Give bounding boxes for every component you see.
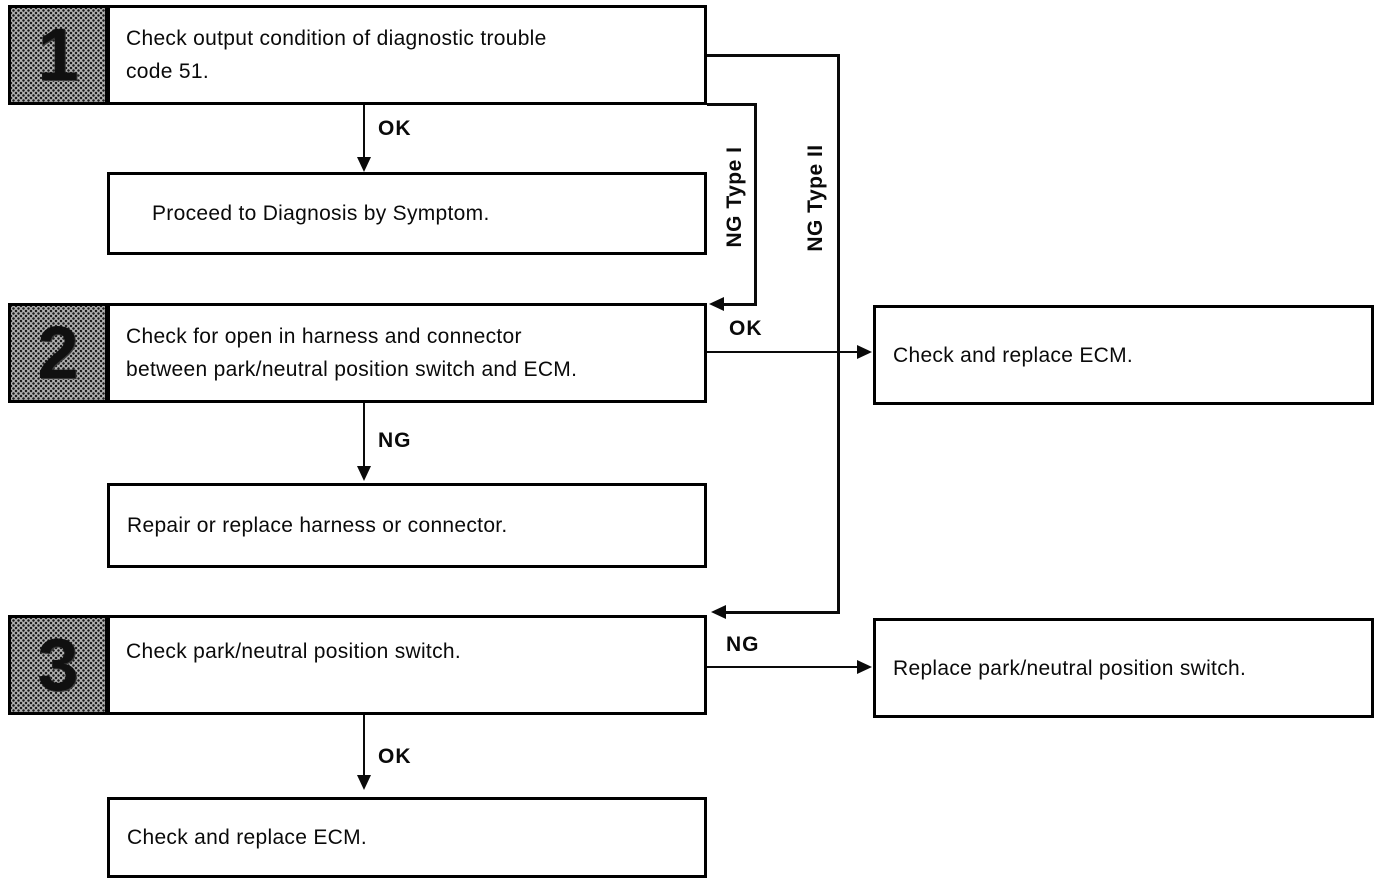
step-1-number: 1 [37, 13, 79, 96]
step-2-box: Check for open in harness and connector … [107, 303, 707, 403]
proceed-to-diagnosis-text: Proceed to Diagnosis by Symptom. [152, 202, 490, 225]
check-replace-ecm-bottom-box: Check and replace ECM. [107, 797, 707, 878]
step3-ng-label: NG [726, 633, 760, 656]
step-3-badge: 3 [8, 615, 108, 715]
step1-ok-arrowhead-down-icon [357, 157, 371, 172]
check-replace-ecm-right-text: Check and replace ECM. [893, 343, 1134, 367]
step-1-box: Check output condition of diagnostic tro… [107, 5, 707, 105]
step1-ok-label: OK [378, 117, 412, 140]
step-2-text-line-2: between park/neutral position switch and… [126, 358, 578, 381]
repair-harness-text: Repair or replace harness or connector. [127, 514, 508, 537]
step3-ok-arrowhead-down-icon [357, 775, 371, 790]
ng-type1-arrowhead-left-icon [709, 297, 724, 311]
step3-ng-arrow-line [707, 666, 859, 668]
ng-type2-line-vertical [837, 54, 840, 613]
step1-ok-arrow-line [363, 105, 365, 161]
check-replace-ecm-right-box: Check and replace ECM. [873, 305, 1374, 405]
step2-ng-label: NG [378, 429, 412, 452]
repair-harness-box: Repair or replace harness or connector. [107, 483, 707, 568]
step2-ok-label: OK [729, 317, 763, 340]
ng-type1-label: NG Type I [723, 146, 746, 248]
ng-type1-line-top [707, 103, 757, 106]
step2-ok-arrow-line [707, 351, 859, 353]
ng-type2-line-top [707, 54, 840, 57]
ng-type2-arrowhead-left-icon [711, 605, 726, 619]
step-1-badge: 1 [8, 5, 108, 105]
ng-type1-line-vertical [754, 103, 757, 305]
ng-type1-line-bottom [722, 303, 757, 306]
step3-ng-arrowhead-right-icon [857, 660, 872, 674]
step3-ok-label: OK [378, 745, 412, 768]
step-3-number: 3 [37, 623, 79, 706]
step3-ok-arrow-line [363, 715, 365, 779]
check-replace-ecm-bottom-text: Check and replace ECM. [127, 826, 368, 849]
step2-ng-arrowhead-down-icon [357, 466, 371, 481]
step-1-text-line-2: code 51. [126, 60, 209, 83]
replace-switch-text: Replace park/neutral position switch. [893, 656, 1247, 680]
step-2-number: 2 [37, 311, 79, 394]
step-2-text-line-1: Check for open in harness and connector [126, 325, 522, 348]
ng-type2-label: NG Type II [804, 144, 827, 252]
step-3-box: Check park/neutral position switch. [107, 615, 707, 715]
step-1-text-line-1: Check output condition of diagnostic tro… [126, 27, 547, 50]
step-2-badge: 2 [8, 303, 108, 403]
step-3-text-line-1: Check park/neutral position switch. [126, 640, 461, 663]
replace-switch-box: Replace park/neutral position switch. [873, 618, 1374, 718]
ng-type2-line-bottom [725, 611, 840, 614]
step2-ok-arrowhead-right-icon [857, 345, 872, 359]
step2-ng-arrow-line [363, 403, 365, 469]
proceed-to-diagnosis-box: Proceed to Diagnosis by Symptom. [107, 172, 707, 255]
